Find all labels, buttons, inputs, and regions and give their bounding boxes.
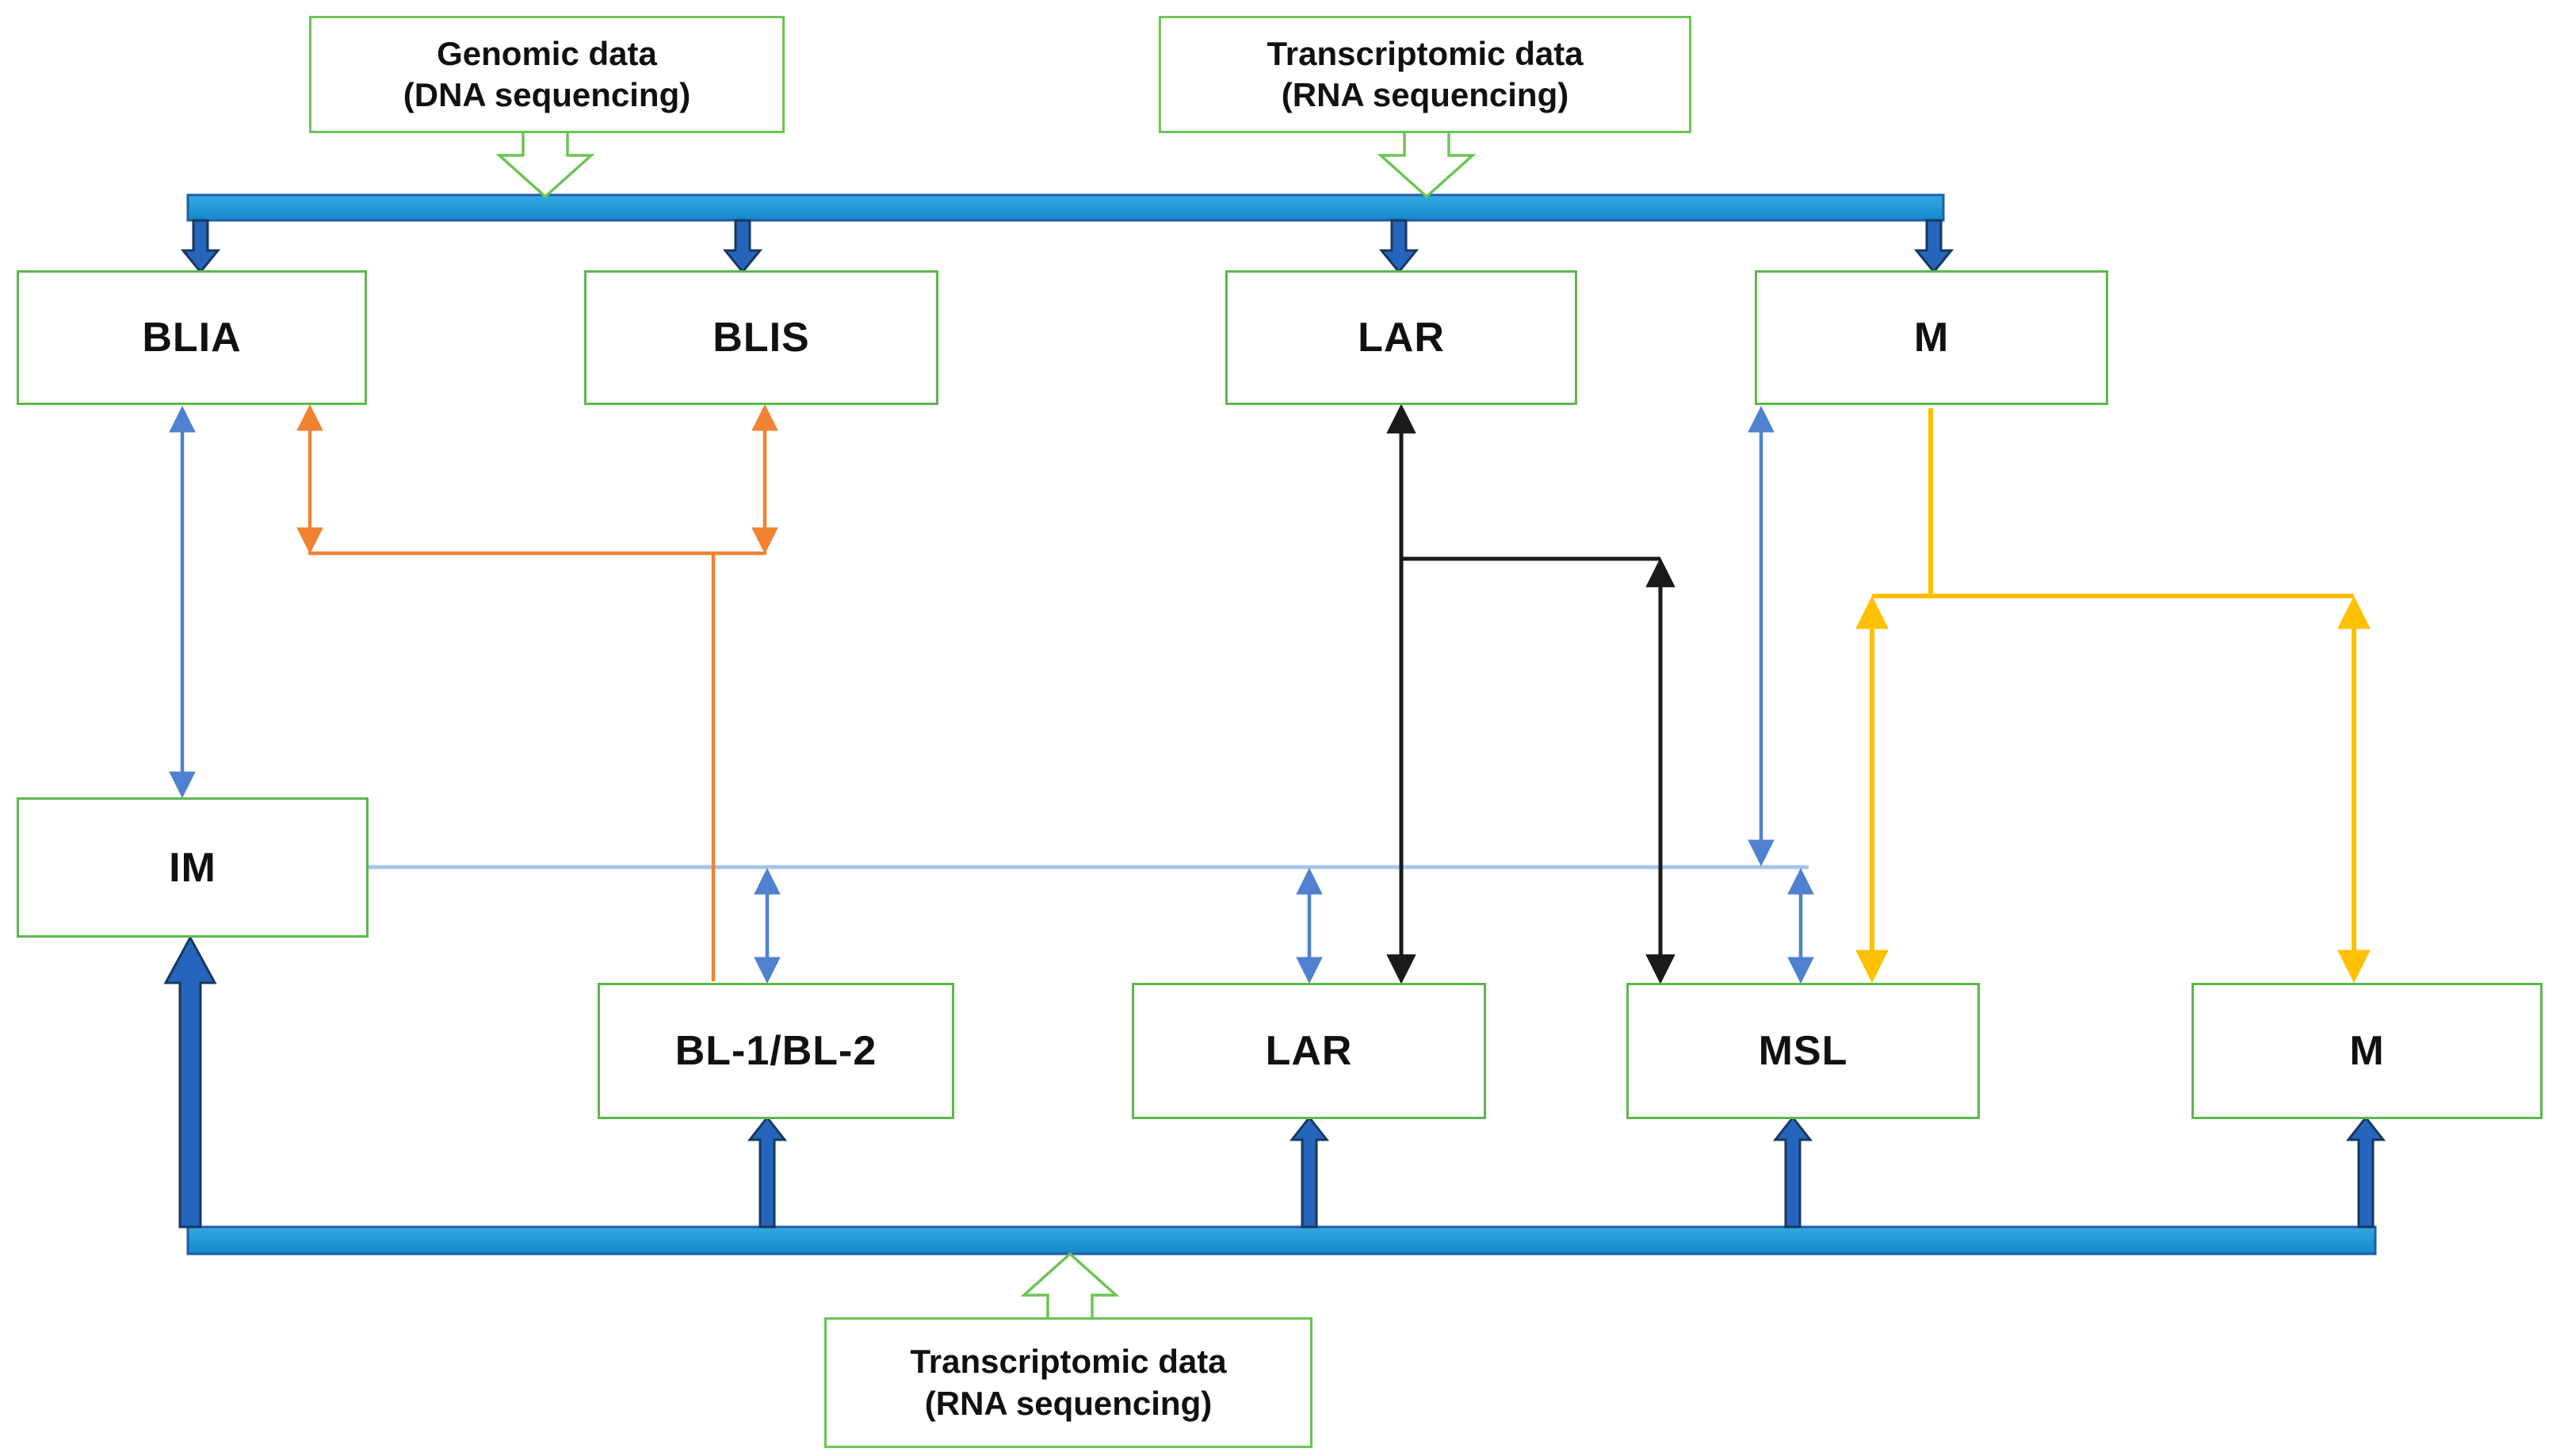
block-arrow-to-lar-bottom xyxy=(1289,1115,1330,1229)
block-arrow-to-lar-top xyxy=(1378,219,1419,274)
block-arrow-to-bl1bl2 xyxy=(747,1115,788,1229)
label-box-transcriptomic-data-top: Transcriptomic data (RNA sequencing) xyxy=(1159,16,1691,133)
transcriptomic-top-source-arrow-down xyxy=(1377,130,1477,199)
block-arrow-to-msl xyxy=(1772,1115,1813,1229)
node-label: IM xyxy=(169,844,216,891)
node-m-bottom: M xyxy=(2191,983,2543,1119)
block-arrow-to-m-bottom xyxy=(2345,1115,2386,1229)
label-text: (RNA sequencing) xyxy=(1281,76,1569,113)
source-arrows xyxy=(495,130,1477,1320)
top-bar-block-arrows xyxy=(180,219,1954,274)
node-label: MSL xyxy=(1758,1028,1848,1074)
node-msl: MSL xyxy=(1626,983,1980,1119)
blue-double-arrows xyxy=(169,405,1814,984)
node-bl1-bl2: BL-1/BL-2 xyxy=(598,983,954,1119)
bottom-data-bar xyxy=(186,1225,2377,1255)
block-arrow-to-blis xyxy=(722,219,763,274)
node-label: BL-1/BL-2 xyxy=(674,1028,877,1074)
big-block-arrow-to-im xyxy=(163,934,217,1229)
label-text: Transcriptomic data xyxy=(910,1343,1227,1380)
block-arrow-to-blia xyxy=(180,219,221,274)
black-connector-lar-lar-msl xyxy=(1386,403,1675,984)
node-im: IM xyxy=(17,797,369,938)
label-text: (RNA sequencing) xyxy=(924,1384,1213,1422)
node-blia: BLIA xyxy=(17,270,367,405)
node-m-top: M xyxy=(1755,270,2108,405)
block-arrow-to-m-top xyxy=(1913,219,1954,274)
bottom-bar-block-arrows xyxy=(163,934,2386,1229)
top-data-bar xyxy=(186,193,1945,222)
node-label: LAR xyxy=(1358,315,1445,361)
node-label: BLIA xyxy=(142,315,242,361)
node-label: M xyxy=(2349,1028,2385,1074)
node-label: LAR xyxy=(1265,1028,1353,1074)
yellow-connector-m-msl-m xyxy=(1855,408,2371,984)
node-label: M xyxy=(1913,315,1950,361)
transcriptomic-bottom-source-arrow-up xyxy=(1020,1252,1120,1320)
node-label: BLIS xyxy=(713,315,810,361)
node-lar-top: LAR xyxy=(1225,270,1577,405)
genomic-source-arrow-down xyxy=(495,130,595,199)
label-box-genomic-data: Genomic data (DNA sequencing) xyxy=(309,16,785,133)
label-text: (DNA sequencing) xyxy=(403,76,691,113)
node-blis: BLIS xyxy=(584,270,938,405)
label-text: Genomic data xyxy=(437,34,657,72)
orange-connector-blia-blis-bl1bl2 xyxy=(296,403,778,981)
node-lar-bottom: LAR xyxy=(1132,983,1486,1119)
label-text: Transcriptomic data xyxy=(1267,34,1584,72)
label-box-transcriptomic-data-bottom: Transcriptomic data (RNA sequencing) xyxy=(824,1317,1312,1448)
